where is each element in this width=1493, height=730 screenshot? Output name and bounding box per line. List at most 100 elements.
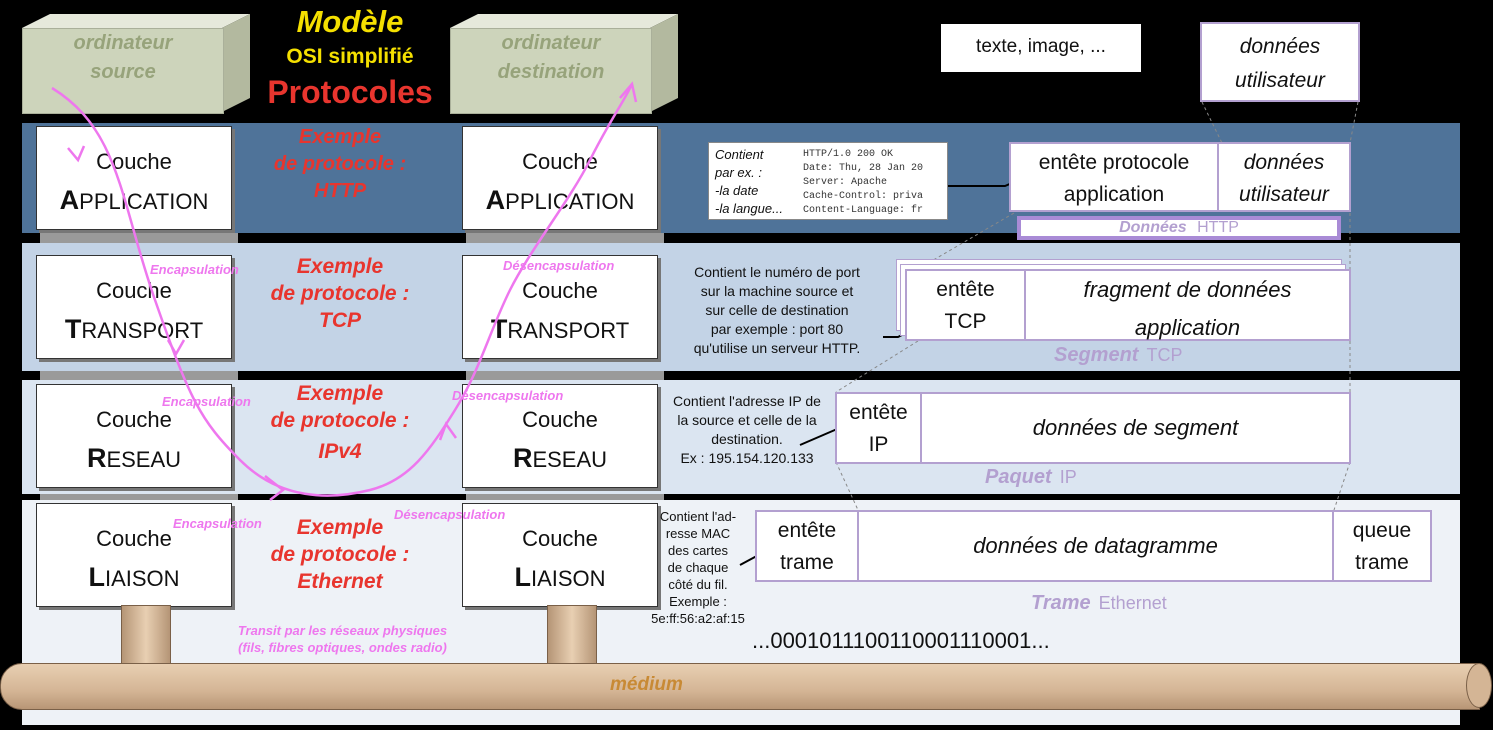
source-computer-line2: source — [90, 61, 156, 83]
destination-layer-network: Couche RESEAU — [462, 384, 658, 488]
encapsulation-label-2: Encapsulation — [162, 394, 251, 409]
transit-line: (fils, fibres optiques, ondes radio) — [238, 640, 447, 655]
layer-prefix: Couche — [96, 278, 172, 303]
example-transport: Exemple de protocole : TCP — [255, 253, 425, 334]
http-header-box: entête protocole application — [1009, 142, 1219, 212]
ip-unit-protocol: IP — [1059, 467, 1077, 487]
layer-name-rest: ESEAU — [106, 447, 182, 472]
http-header-line: Content-Language: fr — [803, 205, 924, 216]
layer-name-rest: RANSPORT — [81, 318, 204, 343]
layer-initial: R — [512, 443, 533, 473]
user-data-line: données — [1239, 35, 1321, 58]
ip-note-line: la source et celle de la — [677, 412, 817, 428]
http-data-box-line: utilisateur — [1239, 183, 1329, 206]
user-data-box-top: données utilisateur — [1200, 22, 1360, 102]
destination-computer: ordinateur destination — [450, 0, 678, 114]
layer-initial: L — [88, 562, 105, 592]
pillar-left-1 — [40, 233, 238, 243]
destination-computer-label: ordinateur destination — [450, 28, 652, 114]
tcp-header-box-line: entête — [936, 278, 995, 301]
ip-header-box-line: IP — [868, 433, 889, 456]
decapsulation-label-1: Désencapsulation — [503, 258, 615, 273]
example-link: Exemple de protocole : Ethernet — [250, 514, 430, 595]
ethernet-data-box-text: données de datagramme — [973, 533, 1218, 558]
ethernet-header-box-line: entête — [777, 519, 837, 542]
http-header-box-line: entête protocole — [1038, 151, 1190, 174]
tcp-unit-name: Segment — [1054, 344, 1139, 366]
http-note-line: -la date — [715, 183, 759, 198]
layer-prefix: Couche — [522, 526, 598, 551]
source-layer-transport: Couche TRANSPORT — [36, 255, 232, 359]
layer-prefix: Couche — [96, 407, 172, 432]
layer-prefix: Couche — [522, 407, 598, 432]
pillar-left-3 — [40, 494, 238, 500]
destination-computer-line1: ordinateur — [501, 32, 601, 54]
title-line2: OSI simplifié — [286, 45, 414, 68]
encapsulation-label-1: Encapsulation — [150, 262, 239, 277]
layer-initial: R — [86, 443, 107, 473]
layer-name-rest: IAISON — [530, 566, 606, 591]
source-layer-application: Couche APPLICATION — [36, 126, 232, 230]
ethernet-tail-box: queue trame — [1332, 510, 1432, 582]
computer-3d-shape — [22, 14, 250, 112]
http-header-line: HTTP/1.0 200 OK — [803, 149, 894, 160]
example-line: Exemple — [298, 126, 382, 148]
ethernet-unit-name: Trame — [1031, 592, 1091, 614]
example-protocol-name: Ethernet — [297, 570, 383, 593]
example-line: de protocole : — [270, 543, 410, 566]
layer-initial: A — [59, 185, 80, 215]
diagram-title: Modèle OSI simplifié Protocoles — [250, 2, 450, 112]
pillar-right-1 — [466, 233, 664, 243]
layer-name-rest: PPLICATION — [79, 189, 209, 214]
ip-note-line: destination. — [711, 431, 783, 447]
example-application: Exemple de protocole : HTTP — [255, 124, 425, 205]
source-computer: ordinateur source — [22, 0, 250, 114]
http-header-box-line: application — [1063, 183, 1165, 206]
content-text: texte, image, ... — [976, 36, 1106, 57]
example-line: Exemple — [296, 255, 384, 278]
ip-header-box: entête IP — [835, 392, 922, 464]
ethernet-note-line: côté du fil. — [668, 577, 728, 592]
source-layer-network: Couche RESEAU — [36, 384, 232, 488]
http-unit-label: Données — [1119, 219, 1187, 236]
http-header-line: Server: Apache — [803, 177, 888, 188]
destination-computer-line2: destination — [497, 61, 605, 83]
ethernet-tail-box-line: queue — [1352, 519, 1412, 542]
http-unit-protocol: HTTP — [1197, 219, 1239, 236]
tcp-note-line: par exemple : port 80 — [710, 321, 844, 337]
example-line: Exemple — [296, 516, 384, 539]
example-network: Exemple de protocole : IPv4 — [255, 380, 425, 465]
pillar-left-2 — [40, 371, 238, 380]
source-cable-stub — [121, 605, 171, 669]
tcp-note-line: qu'utilise un serveur HTTP. — [693, 340, 861, 356]
encapsulation-label-3: Encapsulation — [173, 516, 262, 531]
tcp-data-box-line: fragment de données — [1083, 277, 1292, 302]
user-data-line: utilisateur — [1235, 69, 1325, 92]
computer-3d-shape — [450, 14, 678, 112]
layer-prefix: Couche — [522, 278, 598, 303]
tcp-data-box-line: application — [1134, 315, 1241, 340]
title-line1: Modèle — [296, 4, 404, 39]
source-computer-label: ordinateur source — [22, 28, 224, 114]
pillar-right-3 — [466, 494, 664, 500]
http-headers: HTTP/1.0 200 OK Date: Thu, 28 Jan 20 Ser… — [803, 148, 947, 218]
tcp-note-line: sur celle de destination — [705, 302, 849, 318]
ethernet-note-line: resse MAC — [665, 526, 731, 541]
layer-initial: A — [485, 185, 506, 215]
ethernet-note-line: 5e:ff:56:a2:af:15 — [651, 611, 745, 626]
http-header-line: Date: Thu, 28 Jan 20 — [803, 163, 924, 174]
ip-header-box-line: entête — [849, 401, 908, 424]
example-protocol-name: TCP — [319, 309, 361, 332]
transit-label: Transit par les réseaux physiques (fils,… — [205, 622, 480, 656]
tcp-note-line: sur la machine source et — [700, 283, 854, 299]
medium-cable — [0, 663, 1480, 710]
ip-unit-label: Paquet IP — [985, 466, 1077, 489]
ip-unit-name: Paquet — [985, 466, 1052, 488]
ethernet-note-line: de chaque — [667, 560, 729, 575]
ethernet-note-line: des cartes — [668, 543, 728, 558]
ethernet-header-box: entête trame — [755, 510, 859, 582]
ethernet-note: Contient l'ad- resse MAC des cartes de c… — [646, 508, 750, 627]
